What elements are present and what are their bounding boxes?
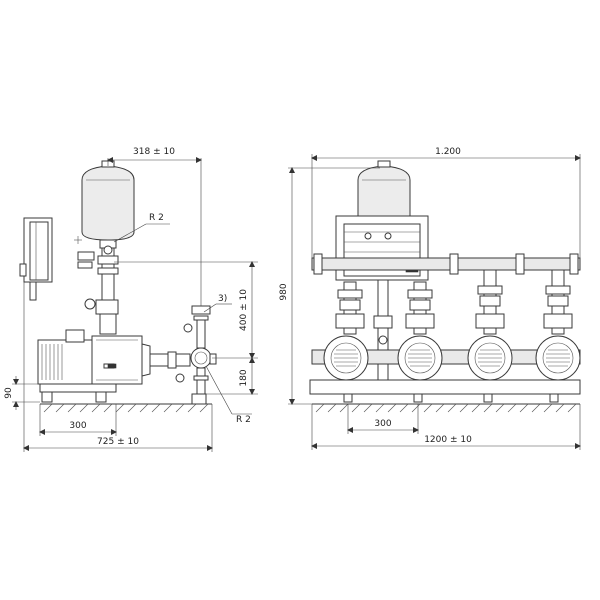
side-ground — [40, 403, 212, 413]
front-dim-1200-bottom — [311, 404, 581, 450]
side-manifold-assembly — [167, 305, 217, 395]
side-dim-90 — [12, 376, 40, 410]
front-riser-4 — [543, 269, 573, 335]
front-risers — [335, 269, 573, 335]
side-dim-318 — [107, 157, 202, 306]
front-pump-1 — [323, 335, 369, 381]
front-view: 1.200 980 300 1200 ± 10 — [279, 147, 581, 450]
dim-label-318: 318 ± 10 — [133, 147, 175, 157]
front-pump-4 — [535, 335, 581, 381]
front-feet — [343, 393, 559, 403]
side-motor-pump — [37, 329, 169, 385]
side-view: 318 ± 10 R 2 3) 400 ± 10 180 90 — [4, 147, 258, 452]
side-leader-note — [203, 303, 232, 313]
side-riser-pipe — [74, 236, 119, 335]
note-label-3: 3) — [218, 294, 227, 304]
front-riser-1 — [335, 281, 365, 335]
front-ground — [312, 403, 580, 413]
dim-label-300-front: 300 — [374, 419, 391, 429]
front-pump-3 — [467, 335, 513, 381]
side-control-panel — [19, 217, 53, 301]
dim-label-400: 400 ± 10 — [239, 289, 249, 331]
dim-label-180: 180 — [239, 369, 249, 386]
side-base-frame — [39, 383, 117, 393]
front-pressure-vessel — [357, 160, 411, 217]
side-dim-400-180 — [114, 261, 258, 395]
front-riser-2 — [405, 281, 435, 335]
side-leader-r2-top — [113, 223, 170, 243]
front-pump-2 — [397, 335, 443, 381]
thread-label-bottom: R 2 — [236, 415, 251, 425]
front-discharge-header — [311, 253, 581, 275]
front-pumps — [323, 335, 581, 381]
dim-label-1200-bottom: 1200 ± 10 — [424, 435, 472, 445]
side-leader-r2-bottom — [205, 365, 252, 415]
front-dim-980 — [288, 167, 380, 405]
front-riser-3 — [475, 269, 505, 335]
dim-label-90: 90 — [4, 387, 14, 399]
dim-label-725: 725 ± 10 — [97, 437, 139, 447]
side-dim-725 — [23, 282, 213, 452]
front-dim-1200-top — [311, 154, 581, 258]
dim-label-300-side: 300 — [69, 421, 86, 431]
front-center-valve — [373, 279, 393, 381]
thread-label-top: R 2 — [149, 213, 164, 223]
front-dim-300 — [347, 404, 419, 434]
side-pressure-vessel — [81, 160, 135, 249]
dim-label-980: 980 — [279, 283, 289, 300]
front-base-rail — [309, 379, 581, 395]
dim-label-1200-top: 1.200 — [435, 147, 461, 157]
side-dim-300 — [39, 404, 117, 436]
